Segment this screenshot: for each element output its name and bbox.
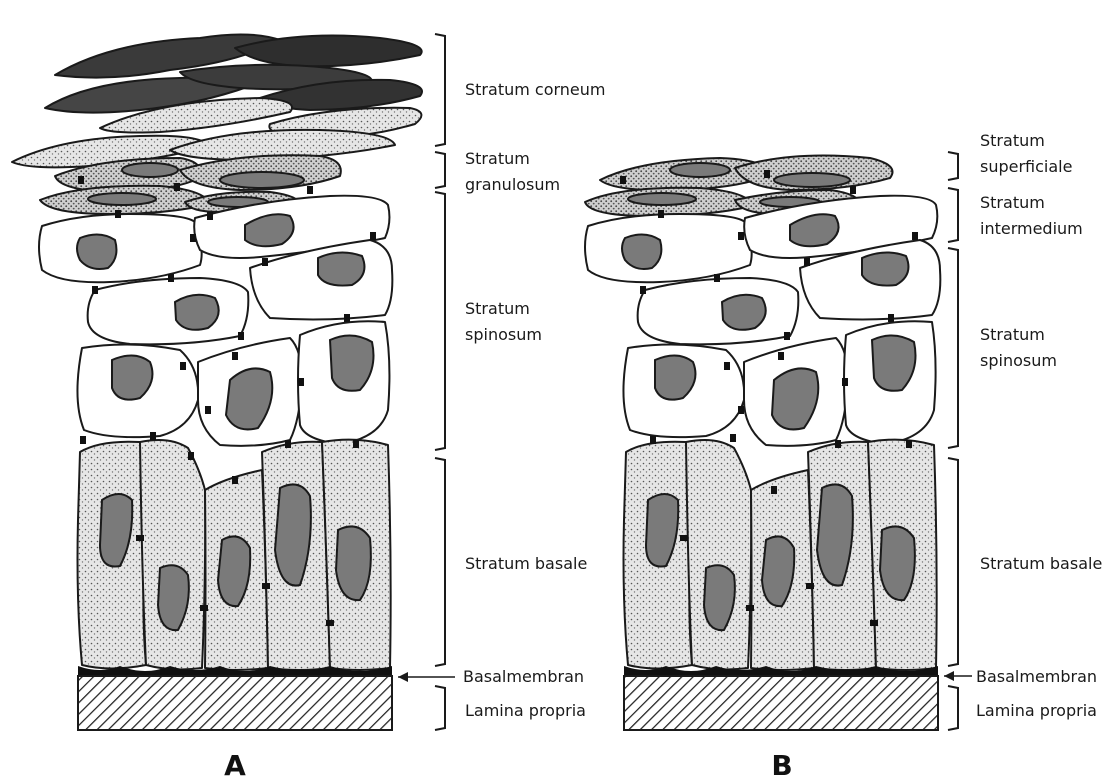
panel-a-basale-cells bbox=[78, 440, 391, 670]
label-b-superficiale-line1: Stratum bbox=[980, 131, 1045, 150]
panel-a-illustration bbox=[12, 34, 422, 730]
label-b-spinosum-line2: spinosum bbox=[980, 351, 1057, 370]
brace-a-lamina bbox=[435, 686, 445, 730]
brace-b-basale bbox=[948, 458, 958, 666]
label-b-stratum-basale: Stratum basale bbox=[980, 554, 1102, 573]
label-a-basalmembran: Basalmembran bbox=[463, 667, 584, 686]
panel-a-spinosum-cells bbox=[39, 196, 392, 446]
label-a-lamina-propria: Lamina propria bbox=[465, 701, 586, 720]
panel-a-labels: Stratum corneum Stratum granulosum Strat… bbox=[463, 80, 606, 720]
panel-a-braces bbox=[435, 34, 445, 730]
label-a-granulosum-line2: granulosum bbox=[465, 175, 560, 194]
label-a-spinosum-line2: spinosum bbox=[465, 325, 542, 344]
label-b-lamina-propria: Lamina propria bbox=[976, 701, 1097, 720]
panel-b-braces bbox=[948, 152, 958, 730]
panel-a-corneum-cells bbox=[12, 34, 422, 167]
panel-a-title: A bbox=[224, 749, 246, 781]
panel-b-lamina-propria bbox=[624, 676, 938, 730]
label-b-intermedium-line2: intermedium bbox=[980, 219, 1083, 238]
panel-b-spinosum-cells bbox=[585, 196, 940, 446]
label-b-spinosum-line1: Stratum bbox=[980, 325, 1045, 344]
label-b-superficiale-line2: superficiale bbox=[980, 157, 1072, 176]
panel-a-membrane-arrow bbox=[398, 672, 455, 682]
brace-b-spinosum bbox=[948, 248, 958, 448]
brace-a-corneum bbox=[435, 34, 445, 146]
brace-b-lamina bbox=[948, 686, 958, 730]
brace-a-granulosum bbox=[435, 152, 445, 188]
label-a-granulosum-line1: Stratum bbox=[465, 149, 530, 168]
brace-b-intermedium bbox=[948, 188, 958, 242]
label-a-spinosum-line1: Stratum bbox=[465, 299, 530, 318]
label-a-stratum-basale: Stratum basale bbox=[465, 554, 587, 573]
brace-a-spinosum bbox=[435, 192, 445, 450]
label-a-stratum-corneum: Stratum corneum bbox=[465, 80, 606, 99]
panel-b-labels: Stratum superficiale Stratum intermedium… bbox=[976, 131, 1102, 720]
label-b-basalmembran: Basalmembran bbox=[976, 667, 1097, 686]
panel-a-lamina-propria bbox=[78, 676, 392, 730]
panel-b-membrane-arrow bbox=[944, 671, 972, 681]
brace-a-basale bbox=[435, 458, 445, 666]
panel-b-title: B bbox=[771, 749, 792, 781]
label-b-intermedium-line1: Stratum bbox=[980, 193, 1045, 212]
panel-b-basale-cells bbox=[624, 440, 937, 670]
panel-b-illustration bbox=[585, 156, 940, 730]
brace-b-superficiale bbox=[948, 152, 958, 180]
